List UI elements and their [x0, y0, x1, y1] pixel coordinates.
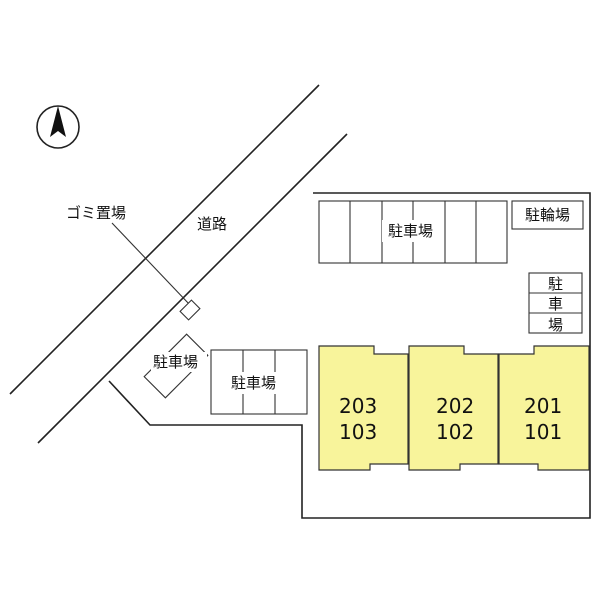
parking-right-char-2: 車	[548, 295, 563, 313]
garbage-area-box	[179, 299, 201, 321]
road-edge-lower	[37, 133, 348, 444]
garbage-area-label: ゴミ置場	[66, 204, 126, 222]
parking-lot-top	[318, 200, 508, 264]
unit-102-number: 102	[436, 420, 474, 444]
unit-block-203-103	[318, 345, 409, 471]
garbage-leader-line	[111, 222, 191, 306]
unit-block-201-101	[498, 345, 590, 471]
bicycle-parking-label: 駐輪場	[525, 206, 570, 224]
parking-lot-middle-label: 駐車場	[231, 374, 276, 392]
parking-lot-top-label: 駐車場	[388, 222, 433, 240]
parking-right-char-3: 場	[548, 316, 563, 334]
unit-201-number: 201	[524, 394, 562, 418]
unit-block-202-102	[408, 345, 499, 471]
bicycle-parking-box	[511, 200, 584, 230]
parking-lot-left-label: 駐車場	[153, 353, 198, 371]
unit-202-number: 202	[436, 394, 474, 418]
road-label: 道路	[197, 215, 227, 233]
parking-lot-right	[528, 272, 583, 334]
unit-101-number: 101	[524, 420, 562, 444]
north-arrow-icon	[36, 105, 80, 149]
site-boundary	[108, 192, 591, 519]
unit-203-number: 203	[339, 394, 377, 418]
unit-103-number: 103	[339, 420, 377, 444]
road-edge-upper	[9, 84, 320, 395]
parking-right-char-1: 駐	[548, 275, 563, 293]
